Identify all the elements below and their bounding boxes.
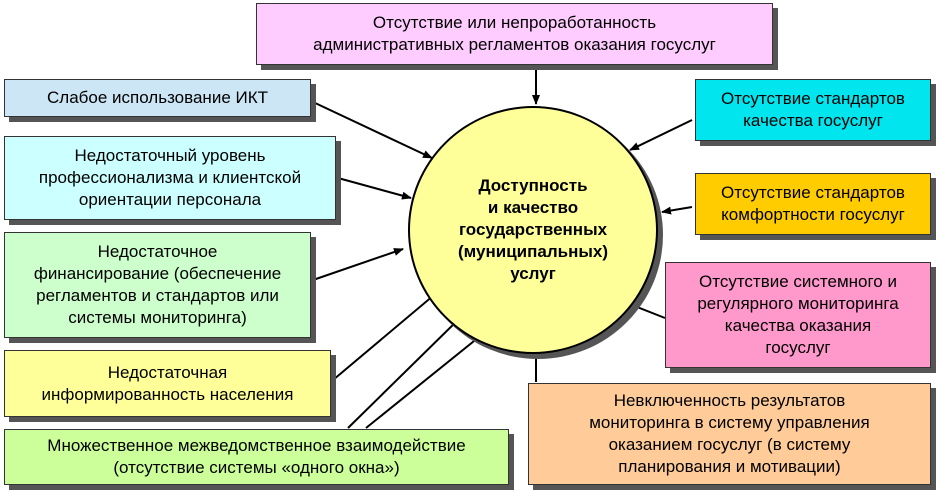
box-comfort-standards: Отсутствие стандартов комфортности госус… <box>695 173 931 235</box>
arrow-quality-standards <box>629 119 693 151</box>
arrow-ict <box>312 101 433 159</box>
arrow-financing <box>312 248 404 281</box>
box-personnel: Недостаточный уровень профессионализма и… <box>4 136 336 220</box>
arrow-awareness <box>332 289 441 381</box>
box-ict: Слабое использование ИКТ <box>4 79 311 117</box>
arrow-interagency-2 <box>365 332 485 429</box>
box-interagency: Множественное межведомственное взаимодей… <box>4 429 509 485</box>
box-financing: Недостаточное финансирование (обеспечени… <box>4 232 311 338</box>
box-management: Невключенность результатов мониторинга в… <box>528 383 931 485</box>
box-admin-regulations: Отсутствие или непроработанность админис… <box>256 3 773 65</box>
arrow-interagency-1 <box>347 315 463 429</box>
box-monitoring: Отсутствие системного и регулярного мони… <box>665 262 931 368</box>
box-awareness: Недостаточная информированность населени… <box>4 350 331 417</box>
arrow-personnel <box>337 177 412 200</box>
box-quality-standards: Отсутствие стандартов качества госуслуг <box>695 79 931 141</box>
central-goal-ellipse: Доступность и качество государственных (… <box>408 106 658 354</box>
arrow-comfort-standards <box>661 206 693 215</box>
